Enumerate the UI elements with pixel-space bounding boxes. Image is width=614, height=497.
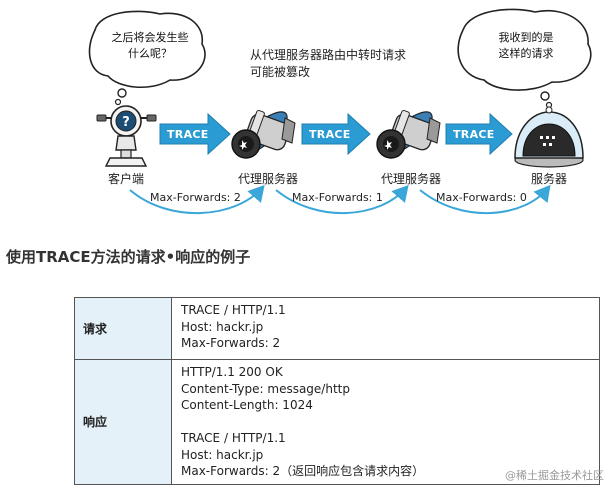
request-line-2: Host: hackr.jp bbox=[181, 319, 264, 334]
client-robot-icon: ? bbox=[96, 105, 157, 167]
trace-arrow-2 bbox=[301, 112, 371, 156]
proxy-note-line-2: 可能被篡改 bbox=[250, 65, 311, 79]
response-row: 响应 HTTP/1.1 200 OK Content-Type: message… bbox=[74, 359, 600, 485]
watermark: @稀土掘金技术社区 bbox=[505, 469, 604, 482]
trace-arrow-1-label: TRACE bbox=[167, 128, 209, 141]
server-thought-line-2: 这样的请求 bbox=[498, 47, 554, 60]
request-line-1: TRACE / HTTP/1.1 bbox=[181, 303, 286, 317]
server-caption: 服务器 bbox=[530, 172, 567, 186]
response-line-2: Content-Type: message/http bbox=[181, 381, 350, 396]
trace-arrow-2-label: TRACE bbox=[309, 128, 351, 141]
proxy-note-line-1: 从代理服务器路由中转时请求 bbox=[250, 48, 407, 62]
trace-flow-diagram: ? bbox=[88, 8, 592, 215]
request-content: TRACE / HTTP/1.1 Host: hackr.jp Max-Forw… bbox=[171, 297, 600, 360]
client-thought-line-2: 什么呢？ bbox=[128, 47, 172, 60]
client-thought-text: 之后将会发生些 什么呢？ bbox=[100, 30, 200, 62]
proxy-server-2-icon bbox=[376, 109, 441, 159]
request-line-3: Max-Forwards: 2 bbox=[181, 336, 281, 350]
server-thought-line-1: 我收到的是 bbox=[498, 31, 554, 44]
request-row: 请求 TRACE / HTTP/1.1 Host: hackr.jp Max-F… bbox=[74, 297, 600, 360]
max-forwards-hop-2: Max-Forwards: 1 bbox=[292, 191, 383, 204]
response-line-5: TRACE / HTTP/1.1 bbox=[181, 431, 286, 445]
trace-example-table: 请求 TRACE / HTTP/1.1 Host: hackr.jp Max-F… bbox=[74, 297, 600, 485]
response-content: HTTP/1.1 200 OK Content-Type: message/ht… bbox=[171, 359, 600, 485]
hop-curve-2 bbox=[275, 184, 409, 215]
response-label: 响应 bbox=[74, 359, 172, 485]
section-title: 使用TRACE方法的请求•响应的例子 bbox=[6, 248, 251, 266]
client-thought-bubble bbox=[88, 10, 206, 106]
proxy-server-1-icon bbox=[231, 109, 296, 159]
proxy-tamper-note: 从代理服务器路由中转时请求 可能被篡改 bbox=[250, 47, 406, 81]
trace-arrow-1 bbox=[159, 112, 231, 156]
svg-text:?: ? bbox=[122, 115, 130, 130]
proxy-1-caption: 代理服务器 bbox=[237, 172, 298, 186]
client-thought-line-1: 之后将会发生些 bbox=[111, 31, 189, 44]
request-label: 请求 bbox=[74, 297, 172, 360]
max-forwards-hop-1: Max-Forwards: 2 bbox=[150, 191, 241, 204]
proxy-2-caption: 代理服务器 bbox=[380, 172, 441, 186]
trace-arrow-3 bbox=[445, 112, 513, 156]
server-thought-bubble bbox=[457, 8, 592, 109]
response-line-7: Max-Forwards: 2（返回响应包含请求内容） bbox=[181, 464, 425, 478]
response-line-1: HTTP/1.1 200 OK bbox=[181, 365, 283, 379]
trace-arrow-3-label: TRACE bbox=[453, 128, 495, 141]
hop-curve-3 bbox=[419, 184, 551, 215]
hop-curve-1 bbox=[129, 184, 265, 215]
max-forwards-hop-3: Max-Forwards: 0 bbox=[436, 191, 527, 204]
response-line-4 bbox=[181, 414, 593, 431]
client-caption: 客户端 bbox=[107, 172, 144, 186]
response-line-6: Host: hackr.jp bbox=[181, 447, 264, 462]
response-line-3: Content-Length: 1024 bbox=[181, 398, 313, 412]
server-thought-text: 我收到的是 这样的请求 bbox=[470, 30, 582, 62]
server-dome-icon bbox=[514, 106, 584, 168]
